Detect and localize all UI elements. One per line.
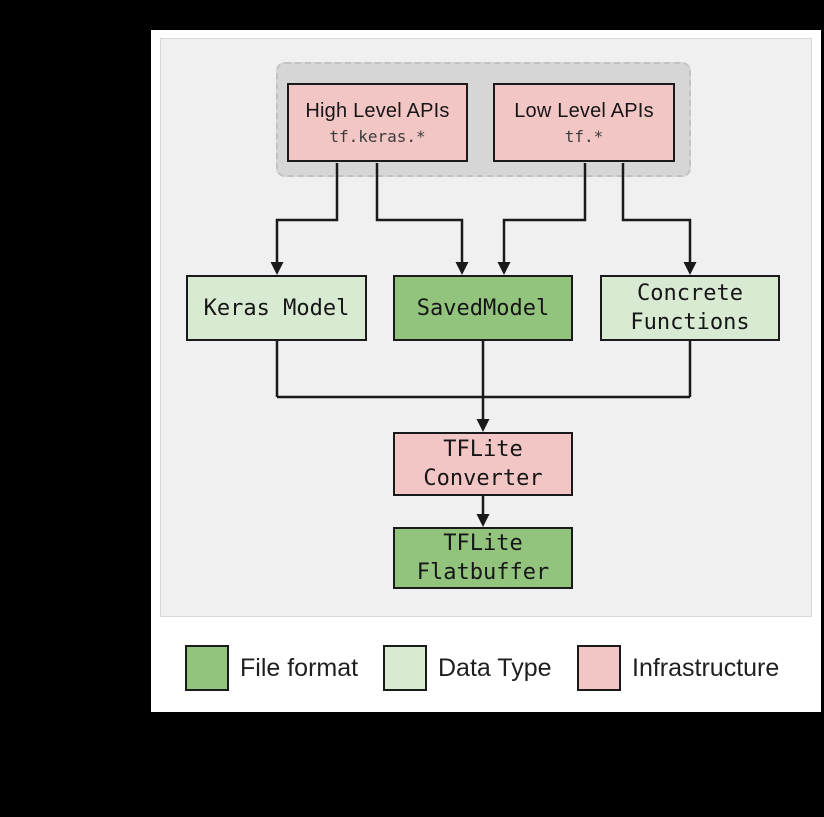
low-level-apis-node: Low Level APIs tf.* bbox=[493, 83, 675, 162]
data-type-swatch bbox=[383, 645, 427, 691]
high-level-apis-code: tf.keras.* bbox=[329, 126, 426, 146]
legend-item-data-type: Data Type bbox=[383, 644, 552, 692]
file-format-swatch bbox=[185, 645, 229, 691]
legend-item-infrastructure: Infrastructure bbox=[577, 644, 779, 692]
high-level-apis-title: High Level APIs bbox=[305, 99, 450, 122]
tflite-flatbuffer-label-line1: TFLite bbox=[443, 531, 523, 556]
file-format-label: File format bbox=[240, 653, 359, 682]
infrastructure-swatch bbox=[577, 645, 621, 691]
saved-model-node: SavedModel bbox=[393, 275, 573, 341]
tflite-converter-label-line2: Converter bbox=[423, 466, 543, 491]
keras-model-label: Keras Model bbox=[203, 295, 350, 321]
tflite-flatbuffer-node: TFLite Flatbuffer bbox=[393, 527, 573, 589]
concrete-functions-label-line2: Functions bbox=[630, 310, 750, 335]
tflite-converter-node: TFLite Converter bbox=[393, 432, 573, 496]
data-type-label: Data Type bbox=[438, 653, 552, 682]
tflite-flatbuffer-label-line2: Flatbuffer bbox=[416, 560, 550, 585]
legend-item-file-format: File format bbox=[185, 644, 358, 692]
saved-model-label: SavedModel bbox=[416, 295, 550, 321]
high-level-apis-node: High Level APIs tf.keras.* bbox=[287, 83, 468, 162]
concrete-functions-label-line1: Concrete bbox=[637, 281, 743, 306]
tflite-converter-label-line1: TFLite bbox=[443, 437, 523, 462]
keras-model-node: Keras Model bbox=[186, 275, 367, 341]
infrastructure-label: Infrastructure bbox=[632, 653, 780, 682]
low-level-apis-title: Low Level APIs bbox=[514, 99, 654, 122]
concrete-functions-node: Concrete Functions bbox=[600, 275, 780, 341]
low-level-apis-code: tf.* bbox=[564, 126, 604, 146]
